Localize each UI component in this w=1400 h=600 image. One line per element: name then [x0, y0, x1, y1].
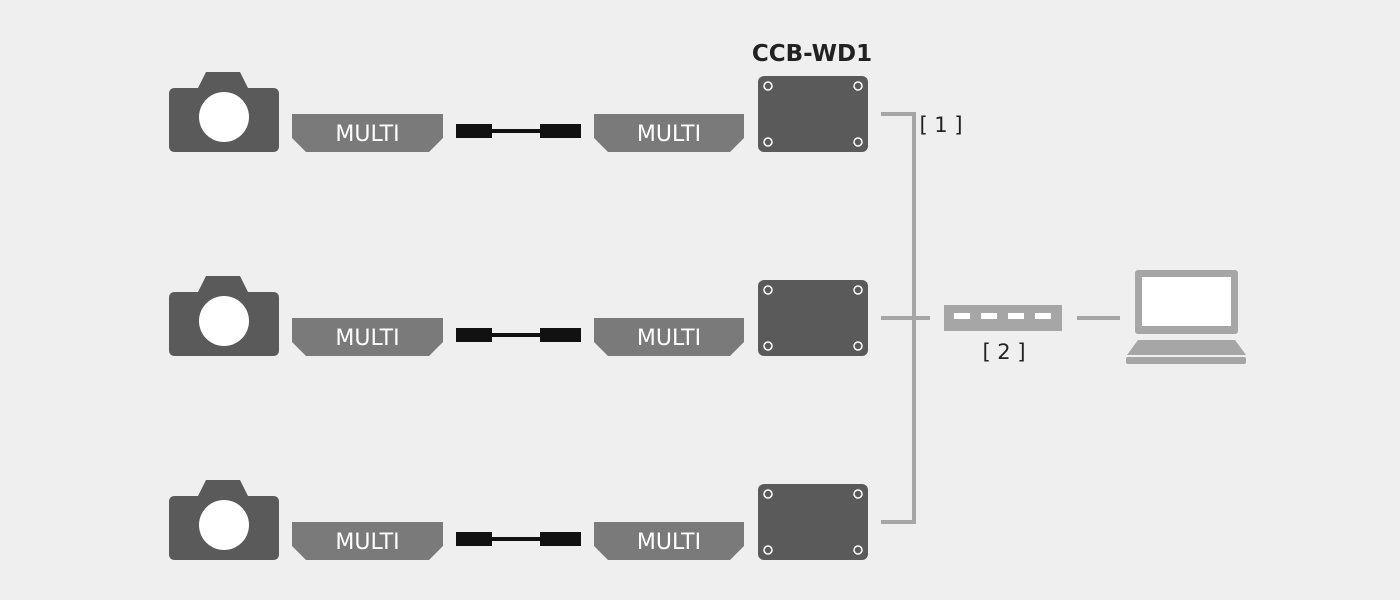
device-row-3: MULTI MULTI — [169, 480, 868, 560]
svg-text:MULTI: MULTI — [335, 122, 399, 147]
svg-text:MULTI: MULTI — [335, 326, 399, 351]
camera-multi-port-label: MULTI — [292, 318, 443, 356]
camera-multi-port-label: MULTI — [292, 522, 443, 560]
camera-multi-port-label: MULTI — [292, 114, 443, 152]
device-row-1: MULTI MULTI — [169, 72, 868, 152]
laptop-icon — [1126, 270, 1246, 364]
hub-callout: [ 2 ] — [982, 340, 1025, 364]
multi-cable-icon — [456, 124, 581, 138]
svg-text:MULTI: MULTI — [637, 326, 701, 351]
adapter-multi-port-label: MULTI — [594, 318, 744, 356]
ccb-wd1-adapter-icon — [758, 484, 868, 560]
svg-text:MULTI: MULTI — [637, 530, 701, 555]
camera-icon — [169, 480, 279, 560]
svg-text:MULTI: MULTI — [637, 122, 701, 147]
network-hub-icon — [944, 305, 1062, 331]
adapter-multi-port-label: MULTI — [594, 114, 744, 152]
camera-icon — [169, 72, 279, 152]
adapter-multi-port-label: MULTI — [594, 522, 744, 560]
multi-cable-icon — [456, 328, 581, 342]
multi-cable-icon — [456, 532, 581, 546]
device-model-label: CCB-WD1 — [752, 41, 872, 67]
svg-text:MULTI: MULTI — [335, 530, 399, 555]
lan-cable-lines — [881, 112, 1120, 524]
ccb-wd1-adapter-icon — [758, 280, 868, 356]
device-row-2: MULTI MULTI — [169, 276, 868, 356]
camera-icon — [169, 276, 279, 356]
ccb-wd1-adapter-icon — [758, 76, 868, 152]
lan-cable-callout: [ 1 ] — [919, 113, 962, 137]
